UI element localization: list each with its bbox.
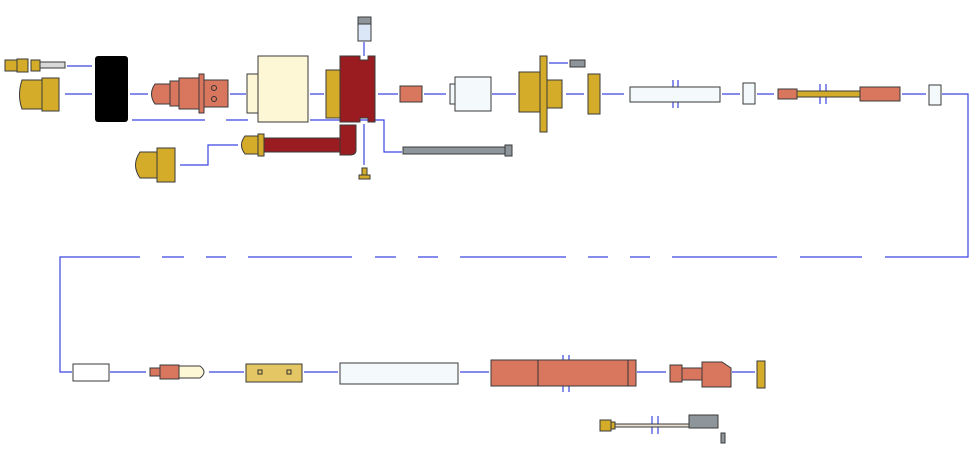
copper-connector[interactable] <box>151 73 229 114</box>
copper-end-connector[interactable] <box>669 361 732 388</box>
white-shaft-broken[interactable] <box>629 86 721 103</box>
brass-flare-nut-lower[interactable] <box>135 147 176 183</box>
copper-tip[interactable] <box>149 364 205 380</box>
brass-end-disc[interactable] <box>756 360 766 389</box>
brass-ring[interactable] <box>325 69 341 119</box>
red-pipe-with-fitting[interactable] <box>241 124 357 157</box>
brass-guide-block[interactable] <box>245 363 303 383</box>
small-vial-cap[interactable] <box>357 16 372 42</box>
tiny-gray-screw[interactable] <box>569 59 586 68</box>
small-copper-fitting[interactable] <box>399 85 423 103</box>
small-fitting-with-rod[interactable] <box>4 58 66 73</box>
copper-large-body[interactable] <box>490 359 637 387</box>
copper-brass-rod[interactable] <box>777 86 901 102</box>
brass-flare-nut[interactable] <box>19 77 60 112</box>
small-screw[interactable] <box>358 167 371 180</box>
long-gray-pin[interactable] <box>402 144 513 157</box>
brass-flange-block[interactable] <box>518 55 563 133</box>
white-cylinder-sleeve[interactable] <box>449 76 492 112</box>
cream-housing-block[interactable] <box>246 55 309 123</box>
tiny-probe-screw[interactable] <box>720 432 726 444</box>
white-long-tube[interactable] <box>339 362 459 385</box>
brass-nut[interactable] <box>587 73 601 115</box>
white-spacer[interactable] <box>72 363 110 382</box>
end-ring[interactable] <box>928 84 942 106</box>
white-ring[interactable] <box>742 82 756 105</box>
dark-red-body[interactable] <box>339 55 376 123</box>
gray-probe-assembly[interactable] <box>599 414 719 432</box>
black-insulator-block[interactable] <box>95 56 128 122</box>
